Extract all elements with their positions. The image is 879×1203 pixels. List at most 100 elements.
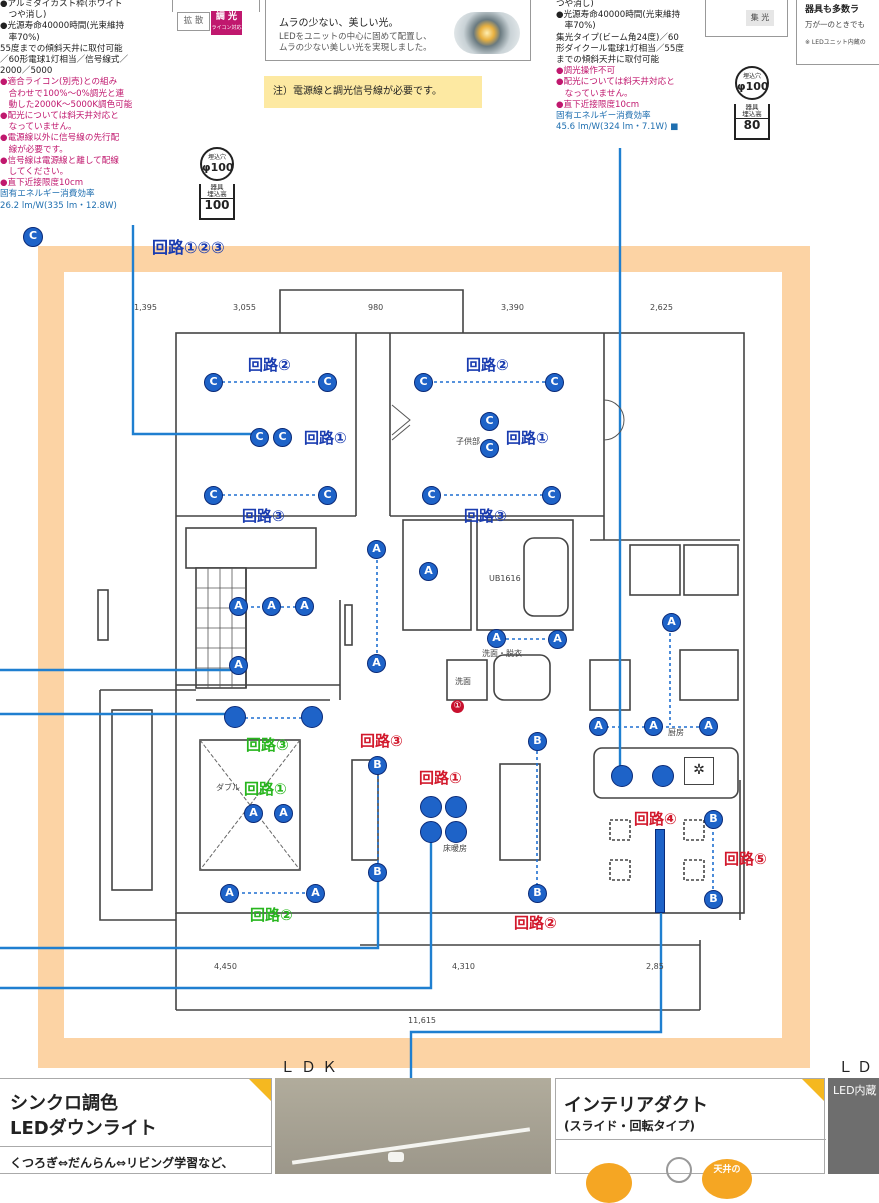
downlight-a: A [367,540,386,559]
downlight-a: A [644,717,663,736]
card-corner [249,1079,271,1101]
dim-bottom: 4,450 [214,962,237,971]
spec-line: 集光タイプ(ビーム角24度)／60 [556,32,679,43]
circuit-label-4: 回路④ [634,810,677,828]
spec-line: ●適合ライコン(別売)との組み [0,77,118,88]
duct-rail [291,1127,531,1165]
downlight-b: B [704,890,723,909]
spec-line: 動した2000K〜5000K調色可能 [0,99,133,110]
badge-diffuse: 拡 散 [177,12,210,31]
room-label: UB1616 [489,574,521,583]
tick-line [172,0,173,12]
card-divider [0,1146,272,1147]
far-right-text: 万が一のときでも [805,20,865,29]
spec-line: なっていません。 [0,122,77,133]
dim-total: 11,615 [408,1016,436,1025]
card-title: LEDダウンライト [10,1118,157,1139]
hole-size-icon: 埋込穴 φ100 [735,66,769,100]
tile-grid [196,568,246,688]
depth-label: 器具 [210,183,224,191]
spec-line: ●直下近接限度10cm [0,178,84,189]
spec-line: 26.2 lm/W(335 lm・12.8W) [0,200,117,211]
downlight-c: C [204,486,223,505]
badge-dimming: 調 光 ライコン対応 [211,11,242,35]
right-spec-text: つや消し)●光源寿命40000時間(光束維持 率70%)集光タイプ(ビーム角24… [556,0,684,133]
spec-line: 線が必要です。 [0,144,68,155]
pendant-light [611,765,633,787]
spec-line: ●光源寿命40000時間(光束維持 [0,21,125,32]
feature-dot [586,1163,632,1203]
spec-line: 率70%) [0,32,40,43]
product-photo-duct [275,1078,551,1174]
spec-line: までの傾斜天井に取付可能 [556,55,660,66]
depth-icon: 器具 埋込高 80 [734,104,770,140]
depth-value: 80 [736,118,768,132]
downlight-c: C [318,373,337,392]
badge-dimming-sub: ライコン対応 [211,25,242,31]
circuit-label-3: 回路③ [246,736,289,754]
spec-line: つや消し) [556,0,594,9]
product-card-downlight: シンクロ調色 LEDダウンライト くつろぎ⇔だんらん⇔リビング学習など、 [0,1078,272,1174]
circuit-label-1: 回路① [244,780,287,798]
depth-label: 埋込高 [742,110,762,118]
dim-top: 980 [368,303,384,312]
center-feature-box: ムラの少ない、美しい光。 LEDをユニットの中心に固めて配置し、 ムラの少ない美… [265,0,531,61]
downlight-a: A [589,717,608,736]
far-right-panel: 器具も多数ラ 万が一のときでも ※ LEDユニット内蔵の [796,0,879,65]
depth-label: 器具 [745,103,759,111]
socket-icon: ① [451,700,464,713]
spec-line: 45.6 lm/W(324 lm・7.1W) ■ [556,122,679,133]
card-corner [802,1079,824,1101]
feature-icon [666,1157,692,1183]
room-label: 洗面・脱衣 [482,649,522,658]
dim-top: 3,390 [501,303,524,312]
downlight-a: A [220,884,239,903]
circuit-label-2: 回路② [250,906,293,924]
dim-bottom: 4,310 [452,962,475,971]
badge-focus: 集 光 [746,10,774,26]
floor-plan-drawing [0,148,745,1080]
double-room-cross [199,739,301,871]
spec-line: 固有エネルギー消費効率 [556,111,651,122]
downlight-a: A [487,629,506,648]
downlight-c: C [273,428,292,447]
spec-line: なっていません。 [556,88,633,99]
circuit-top-label: 回路①②③ [152,238,225,257]
downlight-a: A [262,597,281,616]
spec-line: 形ダイクール電球1灯相当／55度 [556,43,684,54]
product-card-duct: インテリアダクト (スライド・回転タイプ) 天井の [555,1078,826,1203]
hole-label: 埋込穴 [207,154,226,161]
circuit-label-1: 回路① [506,429,549,447]
line-light-bar [655,829,665,913]
downlight-c: C [542,486,561,505]
spec-line: ／60形電球1灯相当／信号線式／ [0,55,129,66]
stove-icon: ✲ [684,757,714,785]
feature-title: ムラの少ない、美しい光。 [279,18,399,29]
downlight-c: C [545,373,564,392]
marker-c-legend: C [23,227,43,247]
dim-top: 3,055 [233,303,256,312]
spec-line: ●配光については斜天井対応と [556,77,675,88]
feature-desc: LEDをユニットの中心に固めて配置し、 [279,32,432,42]
downlight-a: A [699,717,718,736]
downlight-c: C [414,373,433,392]
led-tag: LED内蔵 [833,1084,877,1097]
downlight-b: B [368,756,387,775]
room-label: ダブル [216,783,240,792]
pendant-light [445,796,467,818]
room-label: 洗面 [455,677,471,686]
badge-dimming-label: 調 光 [215,12,238,22]
duct-fixture [388,1152,404,1162]
note-banner: 注）電源線と調光信号線が必要です。 [264,76,482,108]
downlight-c: C [250,428,269,447]
circuit-dotted-lines [222,381,714,898]
spec-line: ●調光操作不可 [556,66,616,77]
circuit-label-1: 回路① [419,769,462,787]
downlight-a: A [295,597,314,616]
feature-desc: ムラの少ない美しい光を実現しました。 [279,43,432,53]
hole-value: φ100 [737,80,769,93]
circuit-label-3: 回路③ [242,507,285,525]
downlight-a: A [419,562,438,581]
walls [97,289,745,1011]
card-subtitle: (スライド・回転タイプ) [564,1119,695,1133]
